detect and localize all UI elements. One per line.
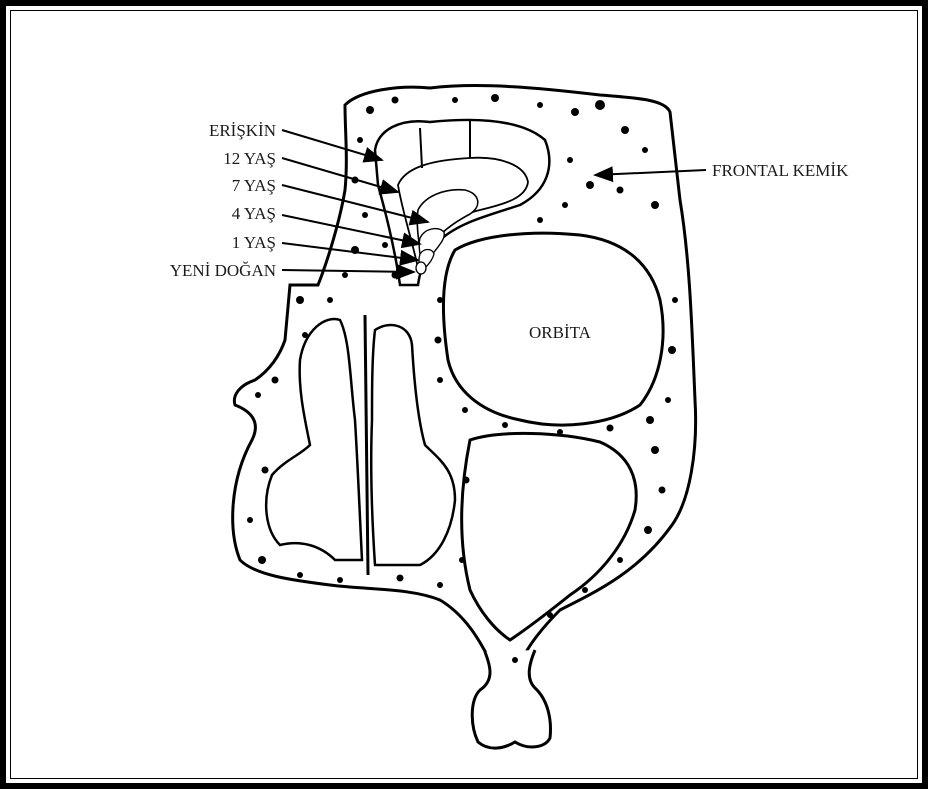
tooth <box>472 650 550 748</box>
label-orbita: ORBİTA <box>529 323 592 342</box>
label-frontal-kemik: FRONTAL KEMİK <box>712 161 849 180</box>
label-7-yas: 7 YAŞ <box>232 176 276 195</box>
label-12-yas: 12 YAŞ <box>223 149 276 168</box>
label-4-yas: 4 YAŞ <box>232 204 276 223</box>
label-yeni-dogan: YENİ DOĞAN <box>170 261 276 280</box>
label-eriskin: ERİŞKİN <box>209 121 276 140</box>
label-1-yas: 1 YAŞ <box>232 233 276 252</box>
sinus-newborn <box>416 262 426 274</box>
maxillary-sinus <box>462 433 636 640</box>
